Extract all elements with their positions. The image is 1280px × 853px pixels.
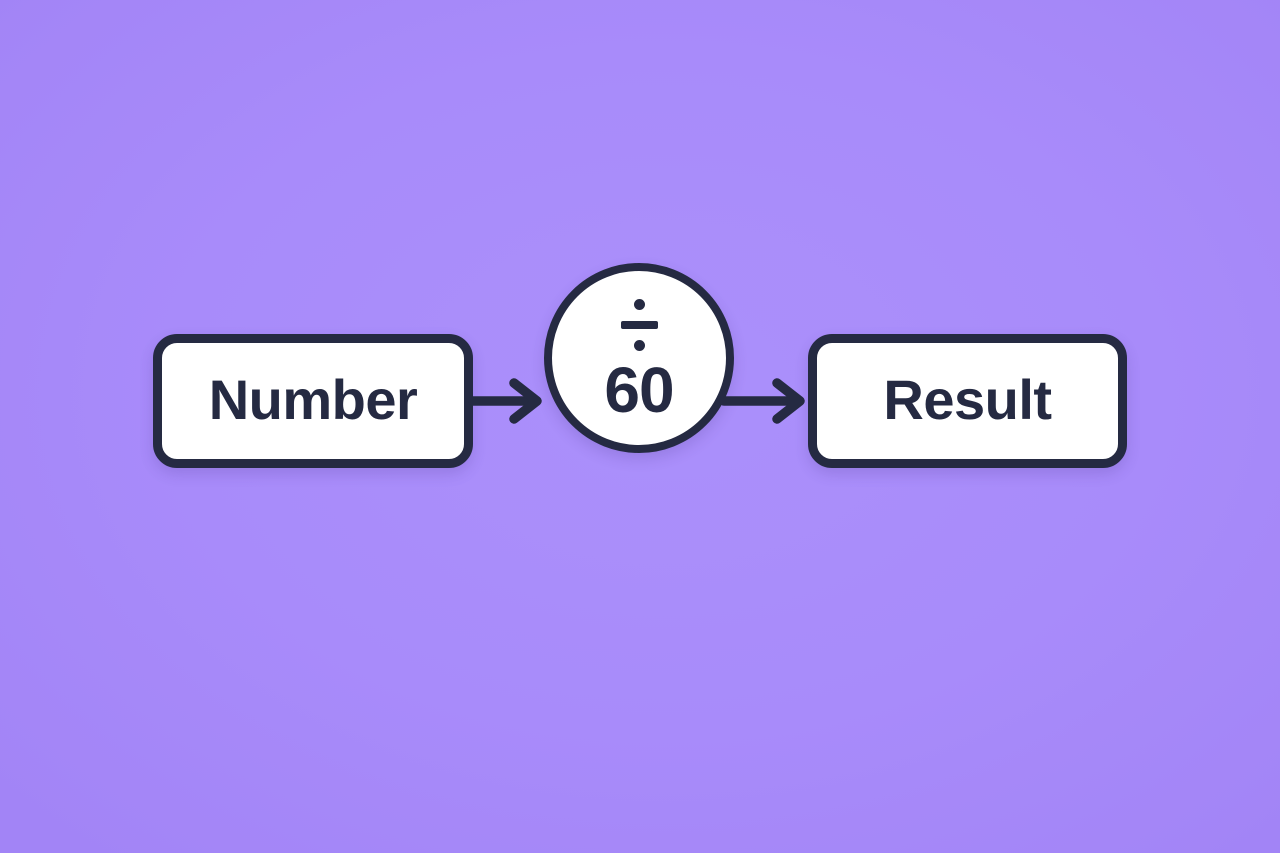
divide-icon-top-dot (633, 298, 645, 310)
output-node-label: Result (883, 368, 1052, 431)
input-node: Number (153, 334, 473, 468)
divide-icon-bottom-dot (633, 339, 645, 351)
divisor-value: 60 (604, 353, 674, 426)
divide-icon (620, 298, 658, 351)
arrow-right-icon-operator-to-output (719, 378, 805, 424)
divide-operator-node: 60 (544, 263, 734, 453)
divide-icon-bar (620, 320, 658, 329)
input-node-label: Number (208, 368, 418, 431)
output-node: Result (808, 334, 1127, 468)
arrow-right-icon-input-to-operator (468, 378, 542, 424)
